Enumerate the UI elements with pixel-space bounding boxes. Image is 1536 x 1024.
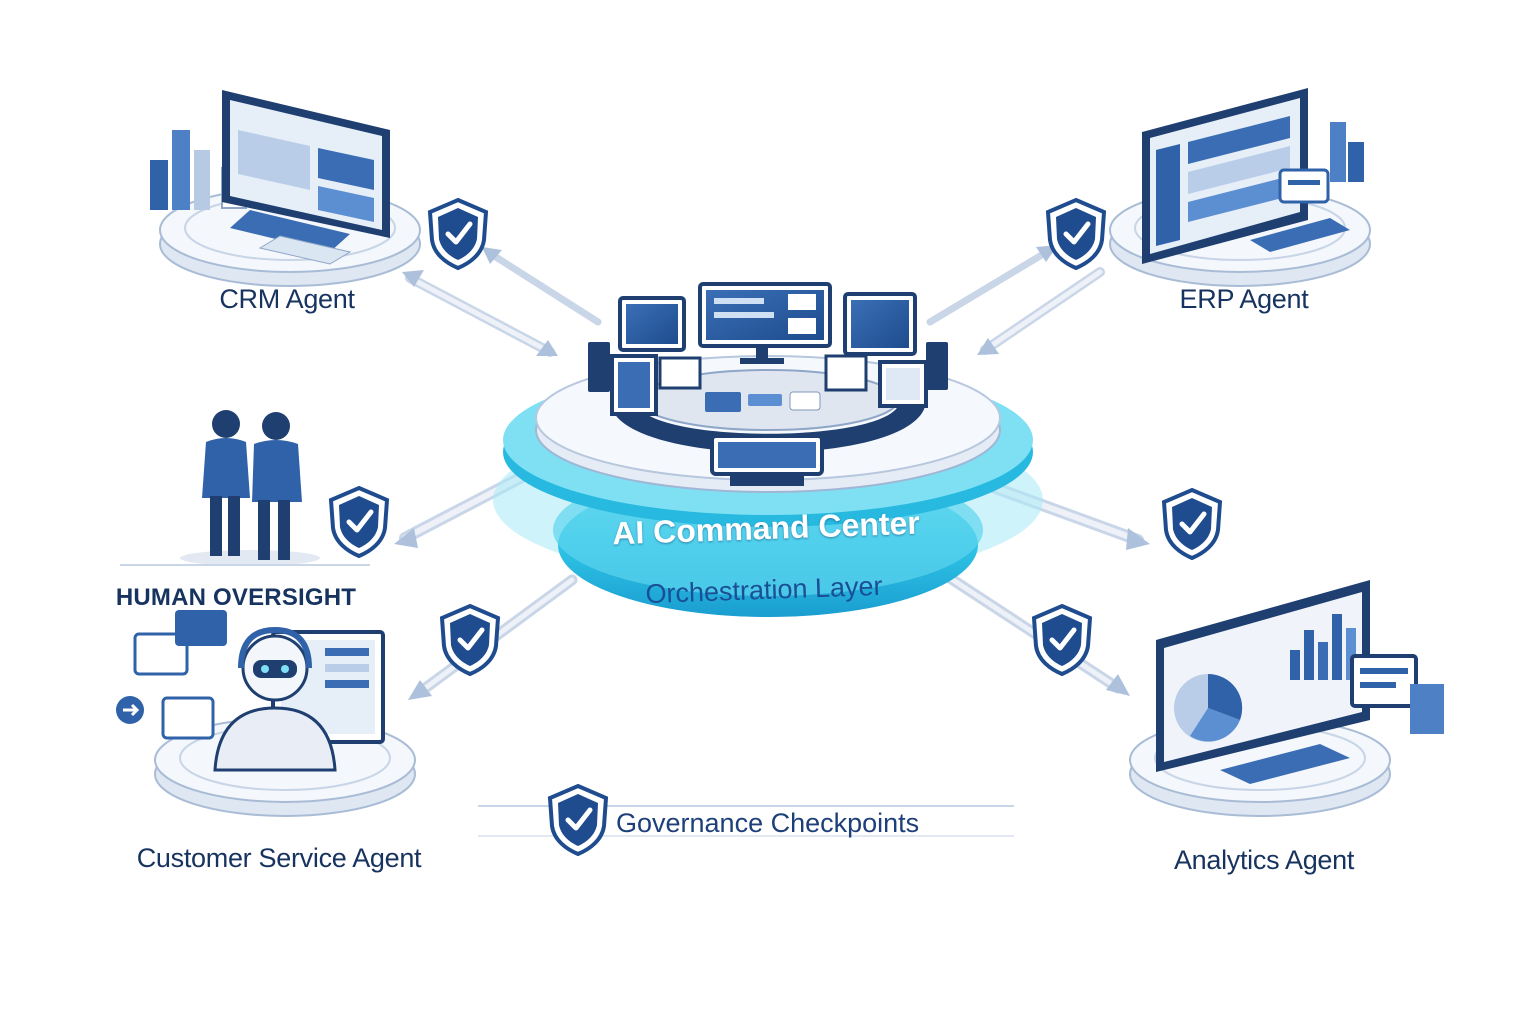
analytics-agent-station (1129, 580, 1444, 817)
human-oversight-label: HUMAN OVERSIGHT (115, 584, 357, 611)
robot-support-icon (213, 626, 385, 772)
shield-check-icon (1164, 490, 1220, 558)
erp-agent-label: ERP Agent (1179, 284, 1309, 314)
customer-service-agent-label: Customer Service Agent (136, 843, 422, 873)
governance-legend (478, 786, 1014, 854)
people-icon (180, 410, 320, 566)
command-center-hub (493, 282, 1043, 617)
customer-service-station (116, 610, 416, 817)
desktop-monitor-icon (222, 90, 390, 252)
shield-check-icon (331, 488, 387, 556)
analytics-agent-label: Analytics Agent (1173, 845, 1355, 875)
analytics-dashboard-icon (1156, 580, 1370, 772)
erp-agent-station (1109, 88, 1371, 287)
desktop-monitor-icon (1142, 88, 1308, 264)
arrow-crm-center (402, 247, 602, 357)
arrow-erp-center (926, 245, 1105, 355)
shield-check-icon (550, 786, 606, 854)
crm-agent-station (150, 90, 421, 287)
governance-checkpoints-label: Governance Checkpoints (616, 808, 920, 838)
shield-check-icon (430, 200, 486, 268)
hub-monitors (588, 282, 948, 486)
crm-agent-label: CRM Agent (219, 284, 355, 314)
shield-check-icon (1048, 200, 1104, 268)
